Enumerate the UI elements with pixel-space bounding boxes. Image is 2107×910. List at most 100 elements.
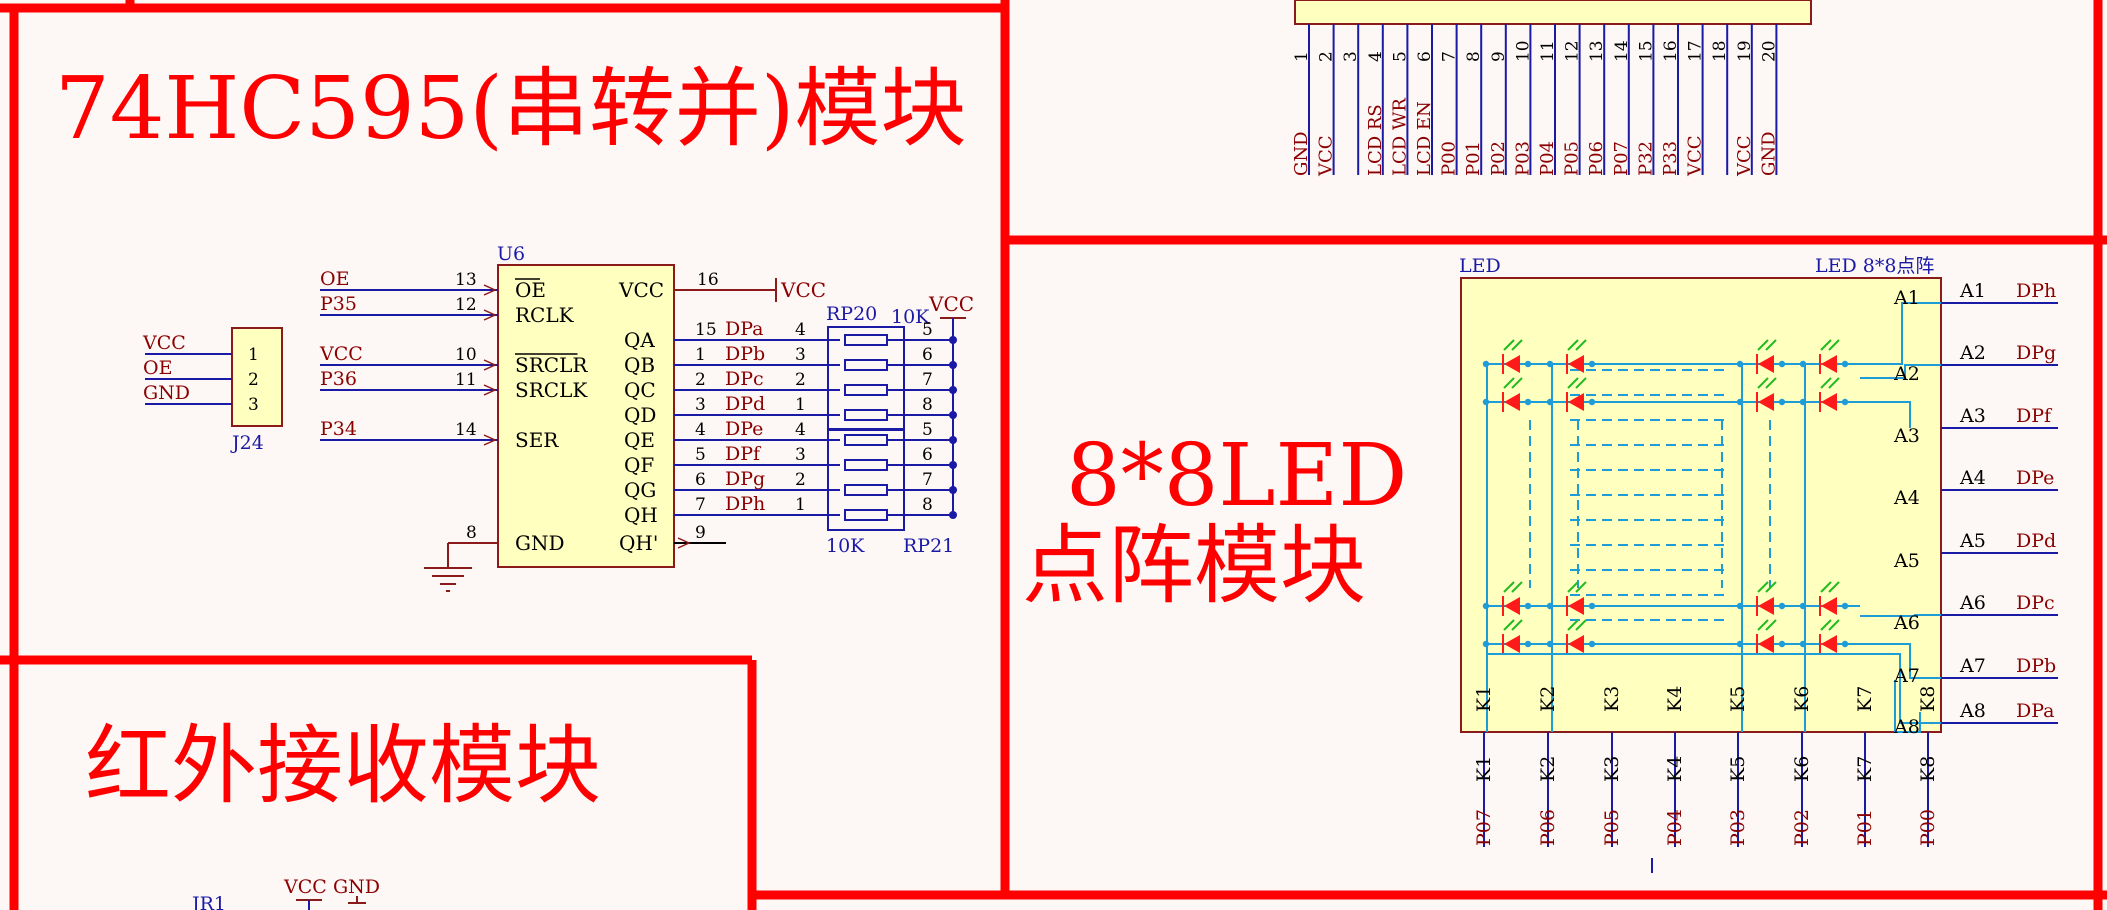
rp-pin-number-right: 8 (922, 495, 933, 515)
led-diode (1504, 597, 1520, 615)
lcd-pin-number: 3 (1341, 51, 1361, 62)
led-emission-arrow (1567, 581, 1579, 593)
resistor (844, 509, 888, 521)
u6-net-label: DPb (725, 343, 765, 365)
resistor (844, 359, 888, 371)
lcd-pin-net: P06 (1586, 141, 1607, 176)
led-diode (1758, 597, 1774, 615)
j24-body (231, 327, 283, 427)
led-diode (1568, 597, 1584, 615)
junction-dot (949, 461, 957, 469)
led-col-pin-name: K8 (1917, 686, 1939, 712)
lcd-pin-net: LCD RS (1365, 104, 1386, 176)
led-emission-arrow (1567, 339, 1579, 351)
led-row-net: DPc (2016, 592, 2055, 614)
led-diode (1758, 635, 1774, 653)
led-row-label: A8 (1959, 700, 1986, 722)
u6-pin-number: 2 (695, 370, 706, 390)
led-designator: LED (1459, 255, 1501, 277)
u6-pin-name: QA (624, 328, 655, 352)
led-emission-arrow (1511, 619, 1523, 631)
lcd-pin-number: 20 (1759, 40, 1779, 62)
ir-receiver: JR1 VCC GND (190, 876, 380, 910)
u6-pin-marker (677, 537, 691, 549)
led-row-net: DPg (2016, 342, 2056, 364)
led-emission-arrow (1765, 619, 1777, 631)
junction-dot (949, 386, 957, 394)
u6-pin-name: QC (624, 378, 656, 402)
u6-net-label: VCC (780, 278, 826, 302)
led-row-pin-name: A3 (1893, 425, 1920, 447)
lcd-pin-number: 17 (1686, 40, 1706, 62)
u6-pin-marker (483, 309, 497, 321)
led-junction (1546, 398, 1554, 406)
led-row-label: A2 (1959, 342, 1986, 364)
lcd-pin-net: LCD WR (1389, 98, 1410, 176)
led-diode (1821, 355, 1837, 373)
u6-pin-name: QH (624, 503, 658, 527)
rp-pin-number-right: 8 (922, 395, 933, 415)
led-col-label: K7 (1854, 756, 1876, 782)
lcd-pin-number: 16 (1661, 40, 1681, 62)
u6-net-label: DPh (725, 493, 765, 515)
led-junction (1799, 602, 1807, 610)
pullup-vcc-label: VCC (928, 292, 974, 316)
u6-pin-number: 13 (455, 270, 477, 290)
led-comment: LED 8*8点阵 (1815, 255, 1934, 277)
led-emission-arrow (1828, 377, 1840, 389)
u6-pin-name: QH' (619, 531, 658, 555)
led-emission-arrow (1503, 377, 1515, 389)
led-junction (1841, 602, 1849, 610)
led-junction (1778, 398, 1786, 406)
rp-pin-number-left: 1 (795, 395, 806, 415)
lcd-pin-net: P04 (1537, 141, 1558, 176)
u6-pin-number: 4 (695, 420, 706, 440)
led-junction (1546, 360, 1554, 368)
led-row-label: A5 (1959, 530, 1986, 552)
j24-net-label: GND (143, 382, 190, 404)
u6-pin-marker (483, 384, 497, 396)
rp-pin-number-left: 3 (795, 345, 806, 365)
led-route (1860, 614, 1941, 617)
resistor (844, 434, 888, 446)
rp-pin-number-left: 4 (795, 320, 806, 340)
led-row-net: DPd (2016, 530, 2056, 552)
led-diode (1821, 597, 1837, 615)
rp-pin-number-left: 4 (795, 420, 806, 440)
u6-net-label: DPa (725, 318, 764, 340)
led-junction (1588, 640, 1596, 648)
led-col-net: P06 (1537, 809, 1559, 846)
u6-pin-name: QD (624, 403, 656, 427)
led-junction (1524, 398, 1532, 406)
led-emission-arrow (1765, 339, 1777, 351)
u6-pin-marker (483, 434, 497, 446)
led-emission-arrow (1828, 339, 1840, 351)
u6-pin-number: 1 (695, 345, 706, 365)
u6-pin-name: RCLK (515, 303, 575, 327)
led-emission-arrow (1575, 377, 1587, 389)
led-junction (1482, 602, 1490, 610)
led-emission-arrow (1503, 619, 1515, 631)
lcd-pin-number: 10 (1513, 40, 1533, 62)
led-row-label: A1 (1959, 280, 1986, 302)
u6-net-label: DPc (725, 368, 764, 390)
lcd-pin-net: P07 (1611, 141, 1632, 176)
junction-dot (949, 336, 957, 344)
u6-pin-name: VCC (618, 278, 664, 302)
rp20-designator: RP20 (826, 303, 877, 325)
led-row-net: DPf (2016, 405, 2053, 427)
led-col-pin-name: K3 (1601, 686, 1623, 712)
u6-net-label: OE (320, 268, 349, 290)
rp-pin-number-right: 5 (922, 320, 933, 340)
led-diode (1568, 355, 1584, 373)
u6-net-label: DPe (725, 418, 763, 440)
u6-pin-name: GND (515, 531, 565, 555)
led-col-pin-name: K5 (1727, 686, 1749, 712)
led-row-label: A6 (1959, 592, 1986, 614)
led-col-label: K3 (1601, 756, 1623, 782)
